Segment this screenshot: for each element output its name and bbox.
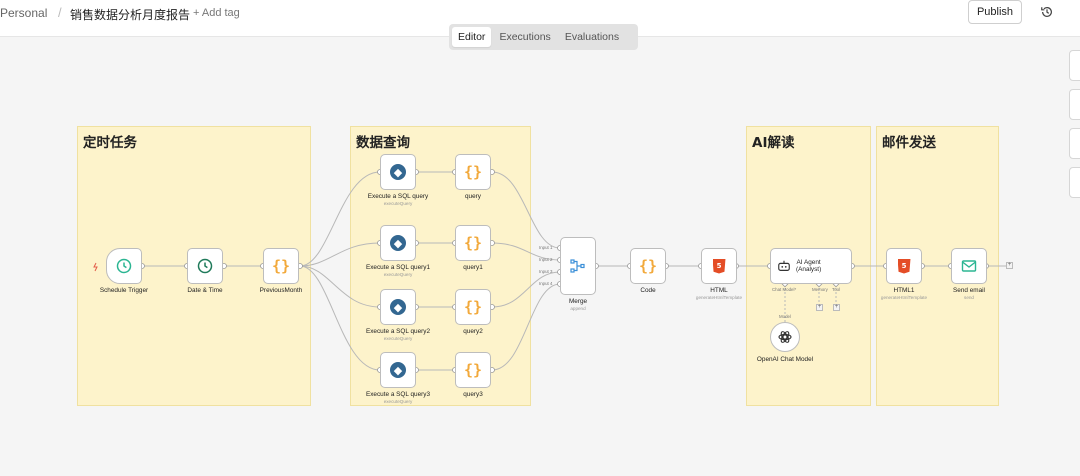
- html5-icon: 5: [897, 258, 911, 274]
- publish-button[interactable]: Publish: [968, 0, 1022, 24]
- port-label-model: Model: [779, 314, 791, 319]
- node-label: Merge: [568, 298, 588, 305]
- port-label-tool: Tool: [832, 287, 841, 292]
- node-query1[interactable]: {}: [455, 225, 491, 261]
- braces-icon: {}: [463, 163, 483, 181]
- robot-icon: [778, 260, 790, 271]
- braces-icon: {}: [463, 361, 483, 379]
- side-panel-button[interactable]: [1069, 50, 1080, 81]
- port-label-memory: Memory: [812, 287, 828, 292]
- node-sub: append: [570, 306, 586, 311]
- add-memory-button[interactable]: +: [816, 304, 823, 311]
- tab-executions[interactable]: Executions: [499, 31, 551, 43]
- merge-input-label: Input 4: [539, 281, 553, 286]
- html5-icon: 5: [712, 258, 726, 274]
- node-label: Date & Time: [187, 287, 223, 294]
- history-icon[interactable]: [1040, 5, 1054, 19]
- add-tool-button[interactable]: +: [833, 304, 840, 311]
- node-query[interactable]: {}: [455, 154, 491, 190]
- side-panel-button[interactable]: [1069, 89, 1080, 120]
- port-label-chat-model: Chat Model*: [772, 287, 797, 292]
- ai-agent-title: AI Agent (Analyst): [796, 259, 821, 274]
- ai-agent-line2: (Analyst): [796, 266, 822, 273]
- node-label: Execute a SQL query: [367, 193, 429, 200]
- node-code[interactable]: {}: [630, 248, 666, 284]
- braces-icon: {}: [463, 298, 483, 316]
- node-sql-query[interactable]: ◆: [380, 154, 416, 190]
- merge-input-label: Input 1: [539, 245, 553, 250]
- postgres-icon: ◆: [390, 362, 406, 378]
- breadcrumb-separator: /: [58, 5, 62, 20]
- merge-input-label: Input 2: [539, 257, 553, 262]
- braces-icon: {}: [638, 257, 658, 275]
- merge-icon: [570, 259, 585, 273]
- sticky-title: AI解读: [752, 135, 795, 151]
- add-node-button[interactable]: +: [1006, 262, 1013, 269]
- node-sql-query1[interactable]: ◆: [380, 225, 416, 261]
- node-label: HTML1: [893, 287, 915, 294]
- node-merge[interactable]: [560, 237, 596, 295]
- openai-icon: [778, 331, 792, 343]
- braces-icon: {}: [463, 234, 483, 252]
- node-label: query2: [463, 328, 483, 335]
- node-sub: generateHtmlTemplate: [880, 295, 928, 300]
- clock-icon: [116, 258, 132, 274]
- node-sub: generateHtmlTemplate: [695, 295, 743, 300]
- node-schedule-trigger[interactable]: [106, 248, 142, 284]
- sticky-title: 邮件发送: [882, 135, 936, 151]
- node-sub: executeQuery: [383, 336, 413, 341]
- node-send-email[interactable]: [951, 248, 987, 284]
- node-label: Execute a SQL query1: [365, 264, 431, 271]
- node-sub: send: [964, 295, 974, 300]
- node-ai-agent[interactable]: AI Agent (Analyst): [770, 248, 852, 284]
- node-sub: executeQuery: [383, 272, 413, 277]
- node-sub: executeQuery: [383, 399, 413, 404]
- node-label: Send email: [953, 287, 985, 294]
- node-label: Execute a SQL query2: [365, 328, 431, 335]
- braces-icon: {}: [271, 257, 291, 275]
- node-label: PreviousMonth: [259, 287, 303, 294]
- node-label: OpenAI Chat Model: [756, 356, 814, 363]
- node-html1[interactable]: 5: [886, 248, 922, 284]
- postgres-icon: ◆: [390, 299, 406, 315]
- node-query2[interactable]: {}: [455, 289, 491, 325]
- node-label: query3: [463, 391, 483, 398]
- mail-icon: [961, 260, 977, 272]
- node-openai-chat-model[interactable]: [770, 322, 800, 352]
- workflow-title[interactable]: 销售数据分析月度报告: [70, 8, 191, 22]
- node-label: query: [465, 193, 481, 200]
- clock-icon: [197, 258, 213, 274]
- node-sub: executeQuery: [383, 201, 413, 206]
- node-label: Execute a SQL query3: [365, 391, 431, 398]
- node-sql-query3[interactable]: ◆: [380, 352, 416, 388]
- side-panel-button[interactable]: [1069, 167, 1080, 198]
- node-query3[interactable]: {}: [455, 352, 491, 388]
- node-html[interactable]: 5: [701, 248, 737, 284]
- node-label: query1: [463, 264, 483, 271]
- add-tag-button[interactable]: + Add tag: [193, 7, 240, 19]
- node-label: Code: [640, 287, 656, 294]
- postgres-icon: ◆: [390, 235, 406, 251]
- node-label: Schedule Trigger: [99, 287, 149, 294]
- ai-agent-line1: AI Agent: [796, 258, 821, 266]
- tab-evaluations[interactable]: Evaluations: [564, 31, 620, 43]
- view-tabs: Editor Executions Evaluations: [449, 24, 638, 50]
- node-sql-query2[interactable]: ◆: [380, 289, 416, 325]
- tab-editor[interactable]: Editor: [452, 27, 492, 47]
- sticky-title: 定时任务: [83, 135, 137, 151]
- node-date-time[interactable]: [187, 248, 223, 284]
- merge-input-label: Input 3: [539, 269, 553, 274]
- side-panel-button[interactable]: [1069, 128, 1080, 159]
- node-previous-month[interactable]: {}: [263, 248, 299, 284]
- postgres-icon: ◆: [390, 164, 406, 180]
- breadcrumb-personal[interactable]: Personal: [0, 6, 48, 20]
- sticky-title: 数据查询: [356, 135, 410, 151]
- node-label: HTML: [710, 287, 728, 294]
